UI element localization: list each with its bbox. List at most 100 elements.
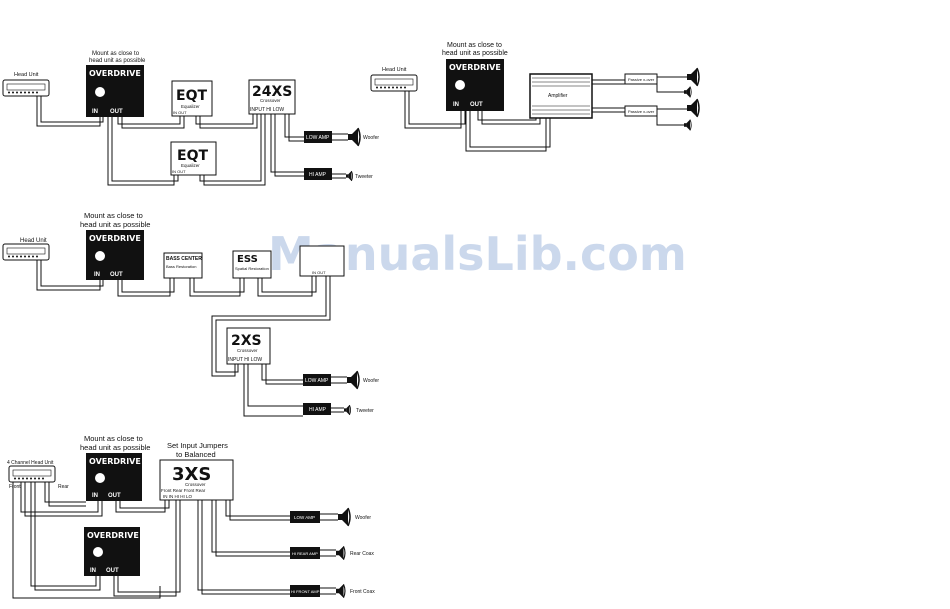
eqt-unit-3 — [299, 245, 345, 277]
crossover-ports-4a: Front Rear Front Rear — [161, 488, 206, 493]
woofer-label-3: Woofer — [363, 378, 379, 384]
woofer-icon-3 — [346, 370, 360, 390]
hi-amp-3 — [303, 403, 331, 415]
amplifier-fins — [532, 77, 590, 115]
mount-note-line2: head unit as possible — [89, 58, 146, 64]
in-label-3: IN — [94, 272, 100, 278]
low-amp-4 — [290, 511, 320, 523]
rear-amp-4 — [290, 547, 320, 559]
out-label-4b: OUT — [106, 568, 119, 574]
crossover-ports-3: INPUT HI LOW — [228, 357, 262, 363]
woofer-label-4: Woofer — [355, 515, 371, 521]
eqt-in-out-top: IN OUT — [173, 110, 187, 115]
wiring-1 — [36, 96, 348, 186]
eqt-logo-bottom: EQT — [177, 148, 208, 164]
low-amp-label-3: LOW AMP — [305, 378, 329, 384]
front-amp-4 — [290, 585, 320, 597]
in-label: IN — [92, 109, 98, 115]
in-label-4b: IN — [90, 568, 96, 574]
woofer-label-1: Woofer — [363, 135, 379, 141]
head-unit-label-3: Head Unit — [20, 238, 47, 244]
hi-amp-label-3: HI AMP — [309, 407, 327, 413]
front-coax-label: Front Coax — [350, 589, 375, 595]
woofer-icon — [347, 127, 361, 147]
eqt-unit-top — [171, 80, 213, 117]
overdrive-logo-4a: OVERDRIVE — [89, 457, 141, 466]
bass-restoration-unit — [163, 252, 203, 279]
crossover-ports-1: INPUT HI LOW — [250, 107, 284, 113]
gain-knob-icon-3 — [95, 251, 105, 261]
wiring-2 — [404, 76, 687, 152]
passive-xover-1 — [624, 73, 658, 85]
eqt-in-out-3: IN OUT — [312, 270, 326, 275]
bass-restoration-label: Bass Restoration — [166, 264, 196, 269]
mount-note-4-line2: head unit as possible — [80, 443, 150, 452]
speaker-icon-2d — [683, 119, 692, 131]
passive-xover-2 — [624, 105, 658, 117]
bass-restoration-logo: BASS CENTER — [166, 256, 202, 262]
amplifier-unit — [529, 73, 593, 119]
low-amp-label-1: LOW AMP — [306, 135, 330, 141]
crossover-label-1: Crossover — [260, 98, 281, 103]
tweeter-label-1: Tweeter — [355, 174, 373, 180]
diagram-3: Head Unit Mount as close to head unit as… — [2, 211, 379, 417]
head-unit-icon-2 — [370, 74, 418, 92]
crossover-3xs-logo: 3XS — [172, 464, 211, 485]
mount-note-4-line1: Mount as close to — [84, 434, 143, 443]
crossover-24xs-logo: 24XS — [252, 84, 292, 100]
mount-note-3-line1: Mount as close to — [84, 211, 143, 220]
tweeter-icon — [345, 170, 354, 182]
gain-knob-icon-4b — [93, 547, 103, 557]
spatial-restoration-unit — [232, 250, 272, 279]
crossover-2xs — [226, 327, 271, 365]
tweeter-label-3: Tweeter — [356, 408, 374, 414]
out-label-4a: OUT — [108, 493, 121, 499]
eqt-in-out-bottom: IN OUT — [172, 169, 186, 174]
mount-note-2-line1: Mount as close to — [447, 42, 502, 49]
in-label-4a: IN — [92, 493, 98, 499]
head-unit-label-2: Head Unit — [382, 67, 407, 73]
crossover-2xs-logo: 2XS — [231, 333, 262, 349]
diagram-2: Head Unit Mount as close to head unit as… — [370, 42, 700, 152]
crossover-ports-4b: IN IN HI HI LO — [163, 494, 193, 499]
out-label: OUT — [110, 109, 123, 115]
spatial-restoration-label: Spatial Restoration — [235, 266, 269, 271]
equalizer-label-bottom: Equalizer — [181, 163, 200, 168]
passive-xover-label-1: Passive x-over — [628, 77, 655, 82]
overdrive-logo-2: OVERDRIVE — [449, 63, 501, 72]
overdrive-logo-4b: OVERDRIVE — [87, 531, 139, 540]
out-label-2: OUT — [470, 102, 483, 108]
eqt-unit-bottom — [170, 141, 217, 176]
eqt-logo-top: EQT — [176, 88, 207, 104]
crossover-3xs — [159, 459, 234, 501]
gain-knob-icon-4a — [95, 473, 105, 483]
low-amp-3 — [303, 374, 331, 386]
out-label-3: OUT — [110, 272, 123, 278]
rear-coax-label: Rear Coax — [350, 551, 374, 557]
crossover-label-3: Crossover — [237, 348, 258, 353]
head-unit-icon — [2, 79, 50, 97]
low-amp-label-4: LOW AMP — [294, 515, 315, 520]
rear-amp-label-4: HI REAR AMP — [292, 551, 318, 556]
low-amp-1 — [304, 131, 332, 143]
front-amp-label-4: HI FRONT AMP — [291, 589, 320, 594]
in-label-2: IN — [453, 102, 459, 108]
gain-knob-icon — [95, 87, 105, 97]
jumper-note-line2: to Balanced — [176, 450, 216, 459]
speaker-icon-2a — [686, 67, 700, 87]
tweeter-icon-3 — [343, 404, 352, 416]
rear-label: Rear — [58, 484, 69, 490]
jumper-note-line1: Set Input Jumpers — [167, 441, 228, 450]
rear-coax-icon — [335, 545, 346, 561]
head-unit-label: Head Unit — [14, 72, 39, 78]
passive-xover-label-2: Passive x-over — [628, 109, 655, 114]
front-label: Front — [9, 484, 21, 490]
gain-knob-icon-2 — [455, 80, 465, 90]
overdrive-logo: OVERDRIVE — [89, 69, 141, 78]
hi-amp-1 — [304, 168, 332, 180]
head-unit-icon-3 — [2, 243, 50, 261]
speaker-icon-2c — [686, 98, 700, 118]
mount-note-line1: Mount as close to — [92, 51, 140, 57]
diagram-1: Head Unit Mount as close to head unit as… — [2, 51, 379, 186]
